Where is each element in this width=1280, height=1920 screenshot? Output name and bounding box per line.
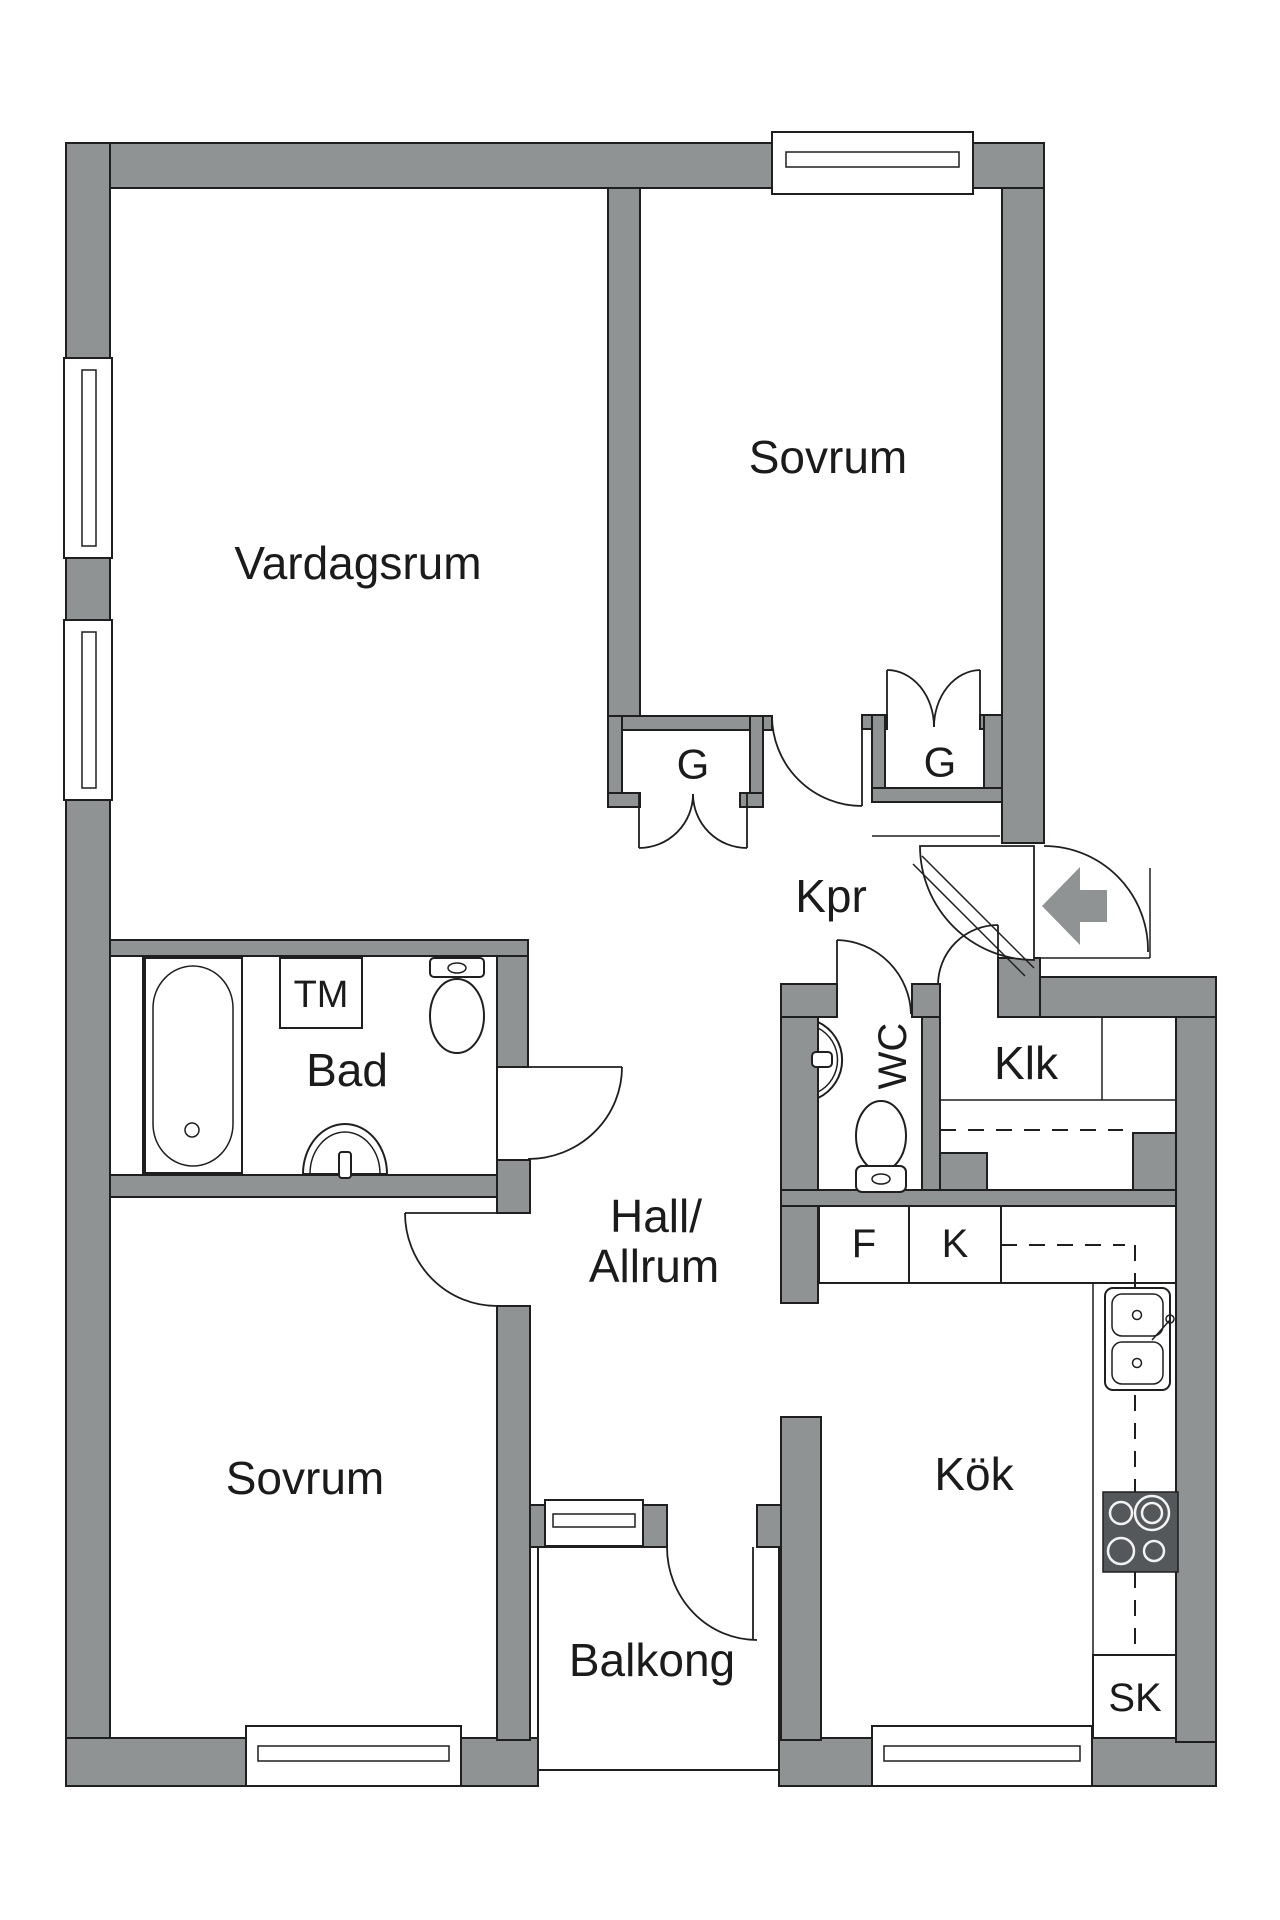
entry-arrow-icon bbox=[1042, 867, 1107, 945]
wall-wc-top-l bbox=[780, 983, 838, 1018]
door-bath bbox=[527, 1066, 623, 1160]
wall-wc-left bbox=[780, 983, 819, 1304]
wall-living-bedroom bbox=[607, 187, 641, 718]
label-closet-left: G bbox=[677, 741, 710, 788]
entry-recess-arc bbox=[1043, 845, 1149, 953]
entry-door-leaf-2 bbox=[912, 863, 1026, 977]
wall-bedroom1-bottom-left bbox=[607, 715, 773, 731]
room-label-living: Vardagsrum bbox=[234, 537, 481, 589]
wall-right-upper bbox=[1001, 187, 1045, 844]
wc-room bbox=[811, 1020, 907, 1193]
room-label-wc: WC bbox=[871, 1023, 915, 1090]
label-fridge: F bbox=[852, 1222, 876, 1266]
room-label-hall-line2: Allrum bbox=[589, 1240, 719, 1292]
label-freezer: K bbox=[942, 1222, 969, 1266]
kitchen bbox=[1092, 1283, 1179, 1739]
room-label-balcony: Balkong bbox=[569, 1634, 735, 1686]
closet-left-stub-r bbox=[739, 792, 764, 808]
fixture-labels: G G TM F K SK bbox=[294, 739, 1162, 1721]
wall-right-lower bbox=[1175, 1016, 1217, 1743]
window-kitchen bbox=[871, 1725, 1093, 1787]
room-labels: Vardagsrum Sovrum Kpr Bad WC Klk Hall/ A… bbox=[226, 431, 1059, 1686]
room-label-hall-line1: Hall/ bbox=[610, 1190, 702, 1242]
bath-sink-icon bbox=[301, 1123, 389, 1179]
klk-area bbox=[940, 1017, 1176, 1131]
door-balcony bbox=[666, 1546, 758, 1641]
entry-door-swing bbox=[919, 845, 1035, 961]
wall-wc-right bbox=[921, 1016, 941, 1193]
label-closet-right: G bbox=[924, 739, 957, 786]
wall-bath-right-upper bbox=[496, 955, 529, 1068]
door-klk bbox=[937, 924, 999, 986]
fk-row bbox=[818, 1205, 1177, 1284]
wall-fk-top bbox=[780, 1189, 1177, 1207]
bathroom bbox=[142, 955, 498, 1179]
kitchen-sink-icon bbox=[1104, 1287, 1175, 1391]
label-cleaning-closet: SK bbox=[1108, 1676, 1162, 1720]
entry-door-leaf-1 bbox=[921, 855, 1035, 969]
door-bedroom1 bbox=[771, 715, 863, 807]
room-label-bedroom2: Sovrum bbox=[226, 1452, 384, 1504]
entrance bbox=[872, 835, 1151, 977]
room-label-klk: Klk bbox=[994, 1037, 1059, 1089]
door-bedroom2 bbox=[404, 1212, 498, 1307]
window-hall-balcony bbox=[544, 1499, 644, 1547]
closet-left-stub-l bbox=[607, 792, 641, 808]
windows bbox=[63, 131, 1093, 1787]
balcony-railing bbox=[537, 1547, 780, 1771]
washing-machine-box bbox=[279, 957, 363, 1029]
bathtub-icon bbox=[144, 957, 243, 1174]
window-living-2 bbox=[63, 619, 113, 801]
wall-bath-bottom bbox=[109, 1174, 498, 1198]
bath-toilet-icon bbox=[429, 957, 485, 1054]
door-closet-right bbox=[886, 669, 981, 728]
doors bbox=[404, 669, 999, 1641]
door-wc bbox=[836, 939, 912, 1015]
label-washing-machine: TM bbox=[294, 974, 349, 1016]
window-bedroom2 bbox=[245, 1725, 462, 1787]
wall-hall-balcony-r bbox=[756, 1504, 782, 1548]
wc-toilet-icon bbox=[855, 1100, 907, 1193]
wall-bedroom2-right bbox=[496, 1305, 531, 1741]
room-label-corridor: Kpr bbox=[795, 870, 867, 922]
room-label-bath: Bad bbox=[306, 1044, 388, 1096]
klk-block-a bbox=[939, 1152, 988, 1191]
stove-icon bbox=[1102, 1491, 1179, 1573]
wall-wc-top-r bbox=[911, 983, 941, 1018]
cleaning-closet-box bbox=[1092, 1654, 1177, 1739]
room-label-bedroom1: Sovrum bbox=[749, 431, 907, 483]
klk-block-b bbox=[1132, 1132, 1177, 1191]
closet-right-bottom bbox=[871, 787, 1003, 803]
window-bedroom1 bbox=[771, 131, 974, 195]
wall-bath-pier bbox=[496, 1159, 531, 1214]
room-label-kitchen: Kök bbox=[934, 1448, 1014, 1500]
wall-kitchen-left bbox=[780, 1416, 822, 1741]
door-closet-left bbox=[638, 793, 748, 849]
wall-entry-slab bbox=[1039, 976, 1217, 1018]
wall-bath-top bbox=[109, 939, 529, 957]
window-living-1 bbox=[63, 357, 113, 559]
wc-sink-icon bbox=[811, 1020, 844, 1100]
